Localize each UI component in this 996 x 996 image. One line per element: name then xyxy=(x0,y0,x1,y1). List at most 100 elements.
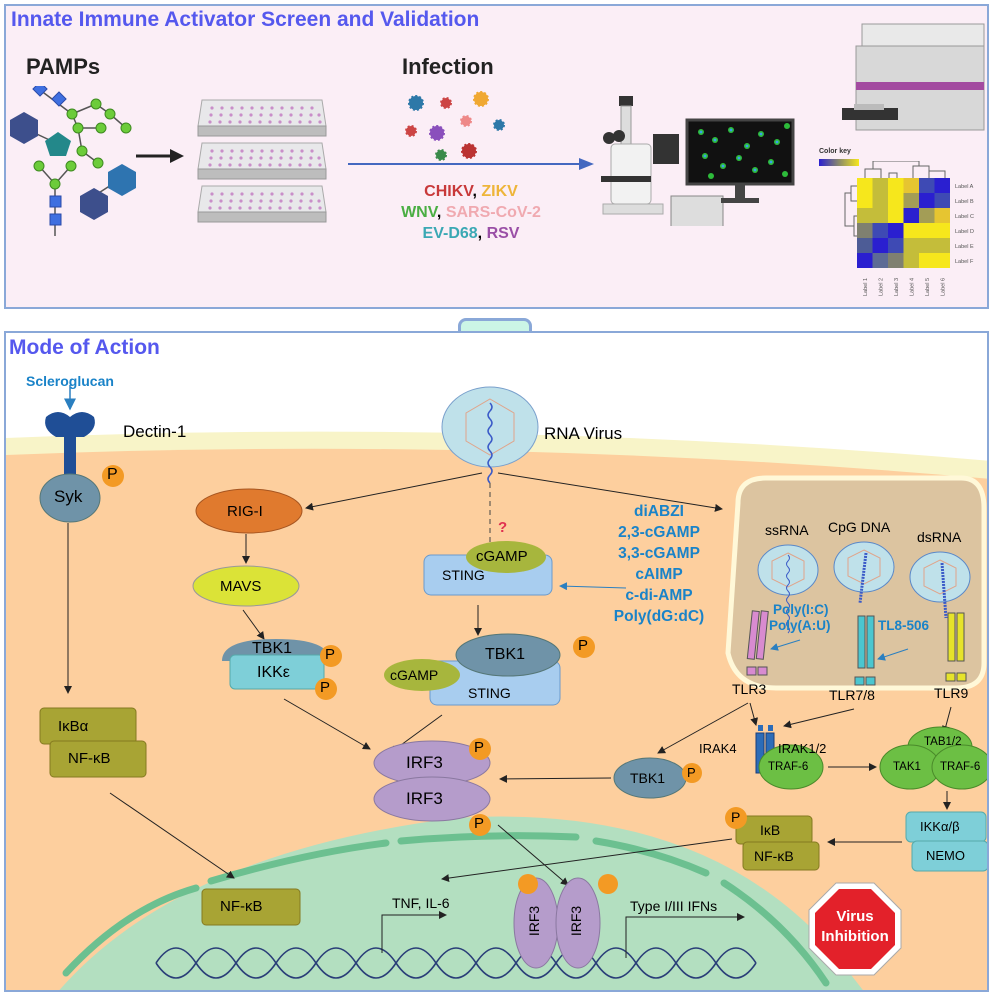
agonist-poly-ic: Poly(I:C) xyxy=(773,602,829,617)
agonist-33-cgamp: 3,3-cGAMP xyxy=(618,545,700,562)
color-key-bar xyxy=(819,159,859,166)
rig-i-label: RIG-I xyxy=(227,503,263,520)
heatmap-row-label: Label C xyxy=(955,214,974,220)
traf6-label: TRAF-6 xyxy=(768,761,809,773)
infection-arrow-icon xyxy=(348,158,594,170)
irf3-label: IRF3 xyxy=(526,905,543,937)
heatmap-cell xyxy=(888,178,904,193)
phospho-badge: P xyxy=(731,809,741,825)
sting-label: STING xyxy=(468,685,511,701)
phospho-badge: P xyxy=(687,765,696,780)
virus-inhibition-line-2: Inhibition xyxy=(821,928,889,945)
heatmap-col-label: Label 5 xyxy=(925,278,931,296)
dna-strand xyxy=(155,947,757,979)
phospho-badge: P xyxy=(325,646,336,663)
heatmap-col-label: Label 6 xyxy=(941,278,947,296)
ikke-label: IKKε xyxy=(257,664,290,681)
agonist-c-di-amp: c-di-AMP xyxy=(625,587,693,604)
phospho-badge: P xyxy=(320,679,331,696)
syk-label: Syk xyxy=(54,487,83,506)
heatmap-cell xyxy=(934,208,950,223)
type-ifn-label: Type I/III IFNs xyxy=(630,898,718,914)
question-mark: ? xyxy=(498,519,508,536)
phospho-badge: P xyxy=(578,637,589,654)
tlr9-label: TLR9 xyxy=(934,685,969,701)
heatmap-row-label: Label A xyxy=(955,184,974,190)
sting-agonist-list: diABZI 2,3-cGAMP 3,3-cGAMP cAIMP c-di-AM… xyxy=(594,501,724,627)
pamps-label: PAMPs xyxy=(26,54,101,79)
heatmap-cell xyxy=(903,253,919,268)
tbk1-label: TBK1 xyxy=(252,640,293,657)
nemo-label: NEMO xyxy=(926,848,965,863)
mode-of-action-title: Mode of Action xyxy=(9,336,160,359)
heatmap-cell xyxy=(934,253,950,268)
heatmap-cell xyxy=(919,253,935,268)
agonist-23-cgamp: 2,3-cGAMP xyxy=(618,524,700,541)
screen-panel: Innate Immune Activator Screen and Valid… xyxy=(4,4,989,309)
heatmap-col-label: Label 2 xyxy=(879,278,885,296)
irak12-label: IRAK1/2 xyxy=(778,741,827,756)
pamps-molecules-icon xyxy=(10,86,136,236)
ikkab-label: IKKα/β xyxy=(920,819,960,834)
ssrna-label: ssRNA xyxy=(765,522,809,538)
agonist-poly-au: Poly(A:U) xyxy=(769,618,831,633)
heatmap-cell xyxy=(872,208,888,223)
heatmap-cell xyxy=(919,238,935,253)
traf6-label: TRAF-6 xyxy=(940,761,981,773)
color-key-label: Color key xyxy=(819,148,851,155)
screen-panel-title: Innate Immune Activator Screen and Valid… xyxy=(11,8,480,31)
heatmap-cell xyxy=(919,178,935,193)
heatmap-cell xyxy=(934,178,950,193)
cgamp-label: cGAMP xyxy=(390,667,439,683)
tbk1-label: TBK1 xyxy=(485,646,526,663)
stop-sign xyxy=(815,889,895,969)
dna-strand xyxy=(155,947,757,979)
irf3-label: IRF3 xyxy=(568,905,585,937)
ikba-label: IκBα xyxy=(58,718,89,735)
phospho-badge: P xyxy=(474,815,485,832)
sting-label: STING xyxy=(442,567,485,583)
virus-inhibition-label: Virus Inhibition xyxy=(815,907,895,947)
heatmap-cell xyxy=(872,193,888,208)
agonist-diabzi: diABZI xyxy=(634,503,684,520)
heatmap-col-label: Label 1 xyxy=(863,278,869,296)
separator: , xyxy=(436,204,446,221)
tak1-label: TAK1 xyxy=(893,761,921,773)
heatmap-cell xyxy=(857,223,873,238)
pathway-diagram xyxy=(6,385,987,990)
heatmap-cell xyxy=(857,253,873,268)
tlr3-label: TLR3 xyxy=(732,681,767,697)
heatmap-cell xyxy=(903,193,919,208)
cgamp-label: cGAMP xyxy=(476,548,528,565)
arrow-right-icon xyxy=(136,149,184,163)
agonist-tl8-506: TL8-506 xyxy=(878,618,930,633)
heatmap-cell xyxy=(888,238,904,253)
scleroglucan-label: Scleroglucan xyxy=(26,373,114,389)
dectin-1-label: Dectin-1 xyxy=(123,422,187,441)
virus-wnv: WNV xyxy=(401,204,437,221)
separator: , xyxy=(477,225,487,242)
heatmap-cell xyxy=(857,208,873,223)
irf3-label: IRF3 xyxy=(406,789,443,808)
nfkb-label: NF-κB xyxy=(754,848,794,864)
mavs-label: MAVS xyxy=(220,578,262,595)
heatmap-row-label: Label D xyxy=(955,229,974,235)
dendrogram xyxy=(844,161,946,237)
heatmap-cell xyxy=(872,178,888,193)
heatmap-cell xyxy=(857,178,873,193)
dectin-1-receptor xyxy=(45,412,95,483)
heatmap-cell xyxy=(903,208,919,223)
heatmap-cell xyxy=(857,238,873,253)
tab12-label: TAB1/2 xyxy=(924,736,962,748)
heatmap-cell xyxy=(903,178,919,193)
ikb-label: IκB xyxy=(760,822,781,838)
virus-ev-d68: EV-D68 xyxy=(422,225,478,242)
tbk1-label: TBK1 xyxy=(630,770,666,786)
virus-zikv: ZIKV xyxy=(481,183,518,200)
heatmap-cell xyxy=(888,223,904,238)
tlr3-agonist-list: Poly(I:C) Poly(A:U) xyxy=(769,602,831,634)
virus-sars-cov-2: SARS-CoV-2 xyxy=(445,204,541,221)
virus-particles-icon xyxy=(405,91,505,161)
heatmap-cell xyxy=(919,193,935,208)
